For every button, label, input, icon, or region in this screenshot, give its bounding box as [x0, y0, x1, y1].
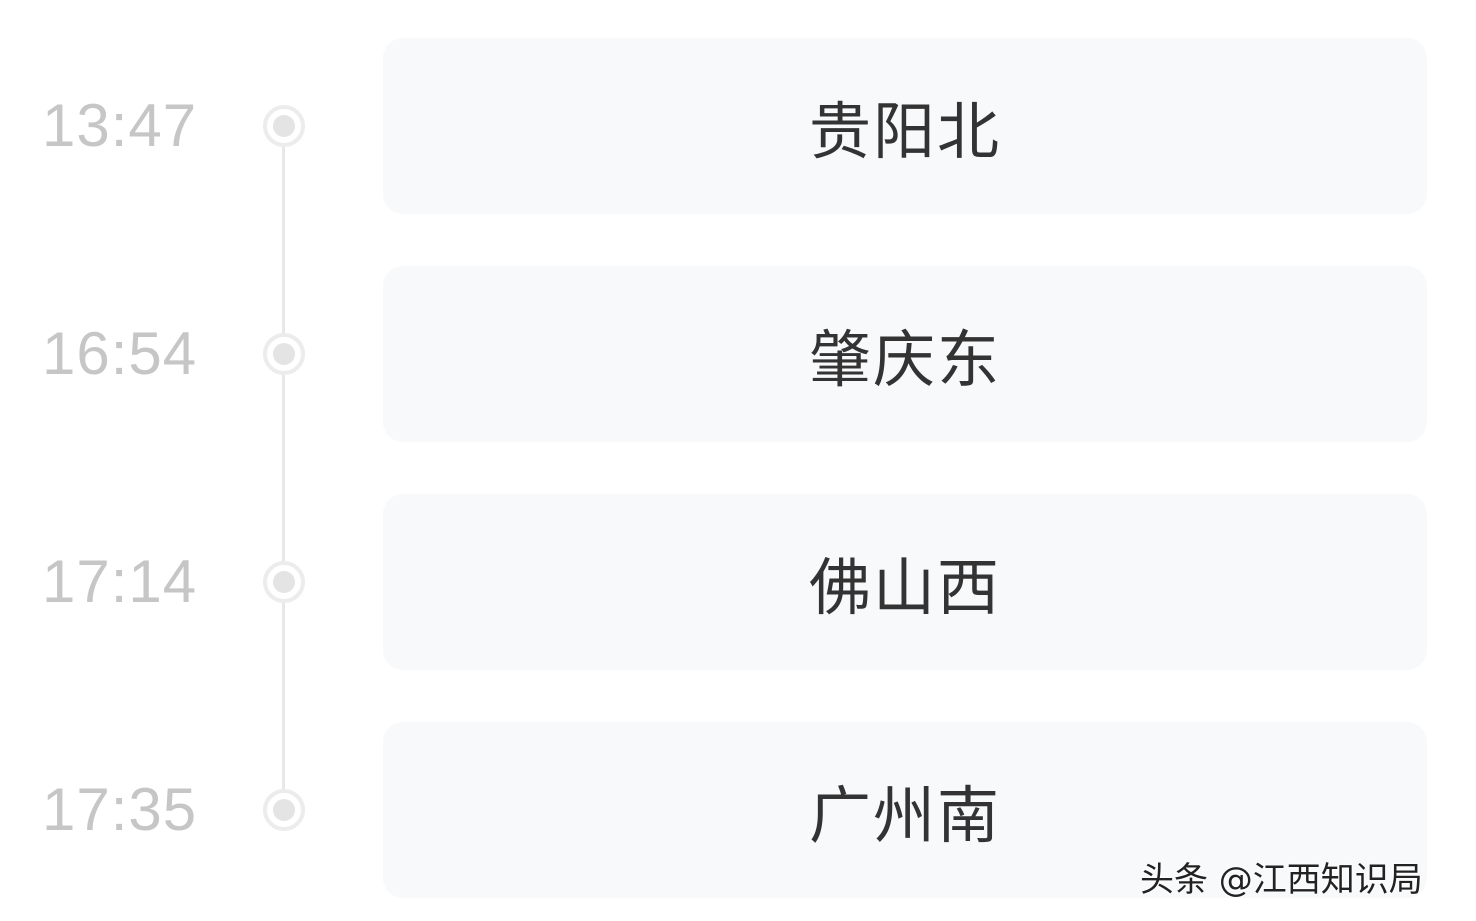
station-name: 佛山西 [808, 551, 1001, 624]
station-name: 肇庆东 [808, 323, 1001, 396]
stop-time: 13:47 [42, 92, 198, 159]
timeline-line [282, 146, 285, 796]
watermark: 头条 @江西知识局 [1140, 860, 1423, 900]
stop-row: 13:47 贵阳北 [0, 38, 1476, 214]
station-card[interactable]: 肇庆东 [383, 266, 1427, 442]
stop-row: 17:14 佛山西 [0, 494, 1476, 670]
timeline-dot-icon [263, 333, 305, 375]
station-name: 广州南 [808, 779, 1001, 852]
station-card[interactable]: 贵阳北 [383, 38, 1427, 214]
timeline-dot-icon [263, 105, 305, 147]
timeline-dot-icon [263, 789, 305, 831]
station-card[interactable]: 佛山西 [383, 494, 1427, 670]
stop-time: 16:54 [42, 320, 198, 387]
station-name: 贵阳北 [808, 95, 1001, 168]
stop-row: 17:35 广州南 [0, 722, 1476, 898]
timeline-dot-icon [263, 561, 305, 603]
stop-time: 17:14 [42, 548, 198, 615]
station-card[interactable]: 广州南 [383, 722, 1427, 898]
stop-row: 16:54 肇庆东 [0, 266, 1476, 442]
stop-time: 17:35 [42, 776, 198, 843]
